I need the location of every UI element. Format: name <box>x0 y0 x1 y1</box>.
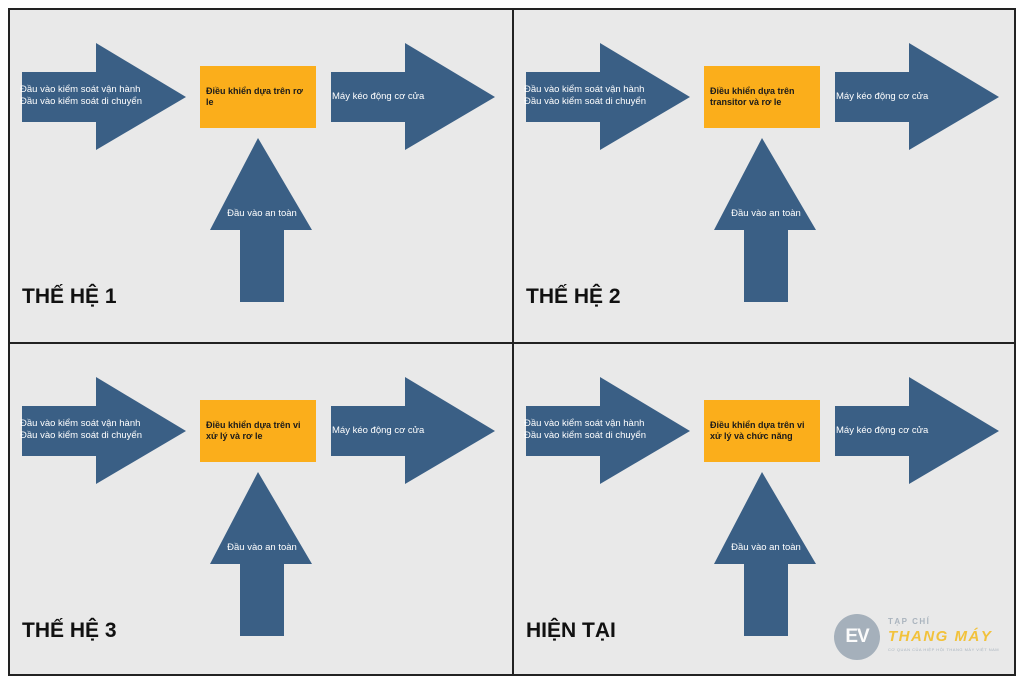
safety-arrow <box>714 138 816 302</box>
controller-label: Điều khiển dựa trên transitor và rơ le <box>710 85 795 107</box>
input-label: Đầu vào kiểm soát vận hành Đầu vào kiểm … <box>20 418 142 441</box>
panel-generation-2: Đầu vào kiểm soát vận hành Đầu vào kiểm … <box>514 10 1014 340</box>
safety-label: Đầu vào an toàn <box>227 208 297 219</box>
safety-label: Đầu vào an toàn <box>731 542 801 553</box>
panel-arrows <box>526 377 999 636</box>
output-arrow <box>331 377 495 484</box>
panel-generation-1: Đầu vào kiểm soát vận hành Đầu vào kiểm … <box>10 10 510 340</box>
output-arrow <box>331 43 495 150</box>
safety-arrow <box>210 472 312 636</box>
input-label: Đầu vào kiểm soát vận hành Đầu vào kiểm … <box>20 84 142 107</box>
output-arrow <box>835 377 999 484</box>
generation-label: THẾ HỆ 1 <box>22 285 117 308</box>
output-label: Máy kéo động cơ cửa <box>332 425 425 436</box>
panel-arrows <box>22 43 495 302</box>
output-label: Máy kéo động cơ cửa <box>836 425 929 436</box>
generation-label: THẾ HỆ 2 <box>526 285 621 308</box>
magazine-logo: EV TẠP CHÍ THANG MÁY CƠ QUAN CỦA HIỆP HỘ… <box>834 612 1014 662</box>
logo-top-text: TẠP CHÍ <box>888 617 931 626</box>
logo-tagline: CƠ QUAN CỦA HIỆP HỘI THANG MÁY VIỆT NAM <box>888 647 1000 652</box>
input-arrow <box>526 43 690 150</box>
panel-current: Đầu vào kiểm soát vận hành Đầu vào kiểm … <box>514 344 1014 674</box>
input-label: Đầu vào kiểm soát vận hành Đầu vào kiểm … <box>524 418 646 441</box>
input-label: Đầu vào kiểm soát vận hành Đầu vào kiểm … <box>524 84 646 107</box>
output-label: Máy kéo động cơ cửa <box>332 91 425 102</box>
controller-label: Điều khiển dựa trên vi xử lý và rơ le <box>206 419 301 441</box>
output-arrow <box>835 43 999 150</box>
logo-main-text: THANG MÁY <box>888 628 993 645</box>
generation-label: HIỆN TẠI <box>526 619 616 642</box>
input-arrow <box>526 377 690 484</box>
horizontal-divider <box>10 342 1014 344</box>
panel-arrows <box>526 43 999 302</box>
safety-arrow <box>714 472 816 636</box>
generation-label: THẾ HỆ 3 <box>22 619 117 642</box>
controller-label: Điều khiển dựa trên vi xử lý và chức năn… <box>710 419 805 441</box>
controller-box: Điều khiển dựa trên transitor và rơ le <box>704 66 820 128</box>
controller-box: Điều khiển dựa trên vi xử lý và rơ le <box>200 400 316 462</box>
controller-box: Điều khiển dựa trên vi xử lý và chức năn… <box>704 400 820 462</box>
input-arrow <box>22 43 186 150</box>
output-label: Máy kéo động cơ cửa <box>836 91 929 102</box>
safety-label: Đầu vào an toàn <box>731 208 801 219</box>
diagram-grid: Đầu vào kiểm soát vận hành Đầu vào kiểm … <box>8 8 1016 676</box>
logo-mark: EV <box>834 614 880 660</box>
controller-label: Điều khiển dựa trên rơ le <box>206 85 303 107</box>
input-arrow <box>22 377 186 484</box>
safety-arrow <box>210 138 312 302</box>
panel-generation-3: Đầu vào kiểm soát vận hành Đầu vào kiểm … <box>10 344 510 674</box>
controller-box: Điều khiển dựa trên rơ le <box>200 66 316 128</box>
panel-arrows <box>22 377 495 636</box>
safety-label: Đầu vào an toàn <box>227 542 297 553</box>
